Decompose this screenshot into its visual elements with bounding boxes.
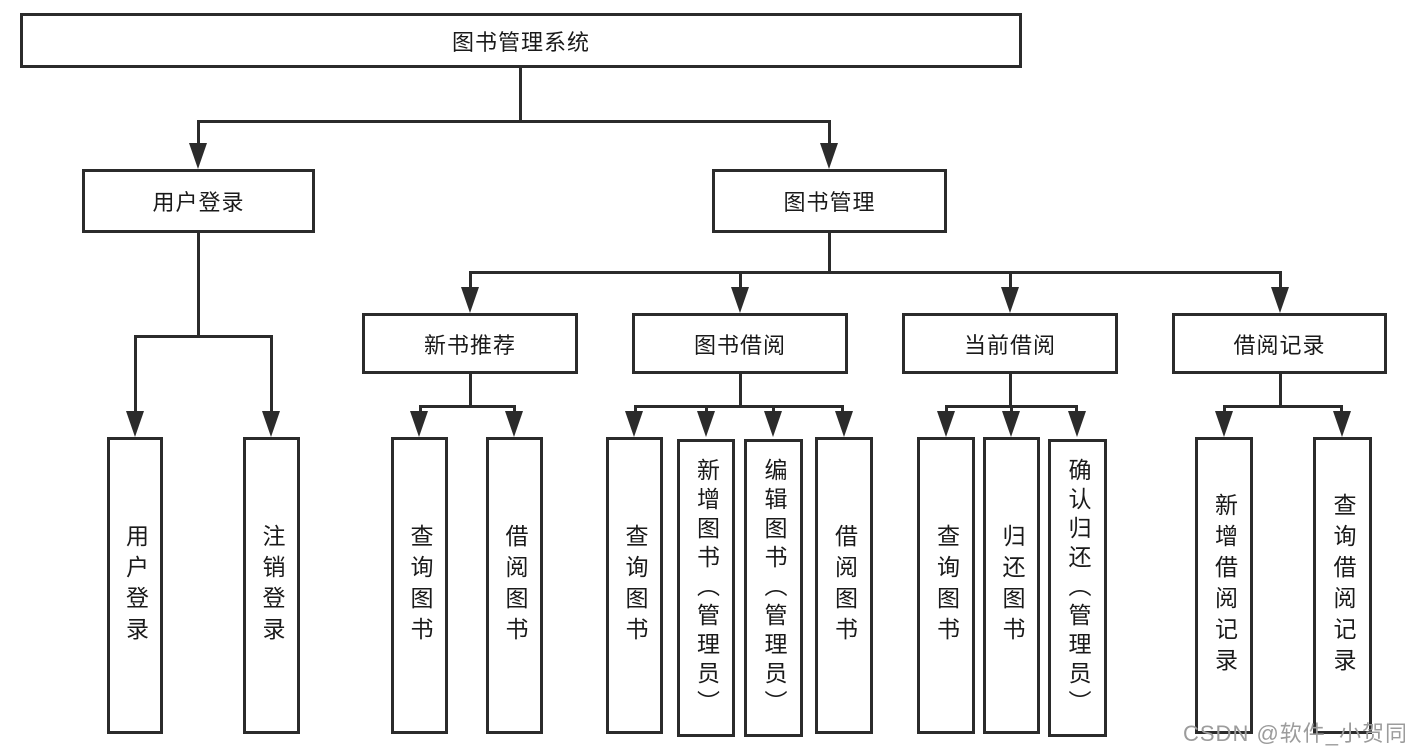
connector-sec0-drop-1	[419, 405, 422, 415]
connector-sec2-drop-2	[1010, 405, 1013, 415]
connector-userlogin-stem	[197, 233, 200, 335]
leaf-query-borrow-record: 查询借阅记录	[1313, 437, 1372, 734]
leaf-edit-books-admin: 编辑图书（管理员）	[744, 439, 803, 737]
node-borrowing-records: 借阅记录	[1172, 313, 1387, 374]
leaf-borrow-books: 借阅图书	[815, 437, 873, 734]
node-book-management: 图书管理	[712, 169, 947, 233]
connector-userlogin-rail	[134, 335, 272, 338]
arrow-down-icon	[835, 411, 853, 437]
connector-sec1-drop-1	[634, 405, 637, 415]
arrow-down-icon	[1333, 411, 1351, 437]
connector-bookmgmt-rail	[469, 271, 1282, 274]
connector-sec2-drop-1	[945, 405, 948, 415]
arrow-down-icon	[625, 411, 643, 437]
connector-sec3-drop-2	[1340, 405, 1343, 415]
connector-bookmgmt-drop-1	[469, 271, 472, 291]
connector-bookmgmt-drop-3	[1009, 271, 1012, 291]
arrow-down-icon	[697, 411, 715, 437]
connector-sec1-drop-3	[772, 405, 775, 415]
connector-sec1-rail	[634, 405, 844, 408]
node-user-login: 用户登录	[82, 169, 315, 233]
connector-sec2-stem	[1009, 374, 1012, 405]
connector-bookmgmt-drop-4	[1279, 271, 1282, 291]
node-book-borrowing: 图书借阅	[632, 313, 848, 374]
arrow-down-icon	[126, 411, 144, 437]
connector-sec0-rail	[419, 405, 516, 408]
connector-sec0-stem	[469, 374, 472, 405]
arrow-down-icon	[1068, 411, 1086, 437]
node-current-borrowing: 当前借阅	[902, 313, 1118, 374]
connector-sec1-stem	[739, 374, 742, 405]
connector-root-drop-left	[197, 120, 200, 150]
leaf-add-books-admin: 新增图书（管理员）	[677, 439, 735, 737]
arrow-down-icon	[820, 143, 838, 169]
connector-sec3-rail	[1223, 405, 1343, 408]
leaf-logout-login: 注销登录	[243, 437, 300, 734]
connector-root-drop-right	[828, 120, 831, 150]
csdn-watermark: CSDN @软件_小贺同学	[1183, 721, 1405, 746]
arrow-down-icon	[461, 287, 479, 313]
connector-root-stem	[519, 68, 522, 120]
arrow-down-icon	[262, 411, 280, 437]
arrow-down-icon	[764, 411, 782, 437]
node-library-management-system: 图书管理系统	[20, 13, 1022, 68]
leaf-query-books-borrowing: 查询图书	[606, 437, 663, 734]
arrow-down-icon	[410, 411, 428, 437]
connector-userlogin-drop-right	[270, 335, 273, 415]
leaf-query-books-recommend: 查询图书	[391, 437, 448, 734]
arrow-down-icon	[1271, 287, 1289, 313]
connector-sec2-drop-3	[1075, 405, 1078, 415]
connector-sec3-stem	[1279, 374, 1282, 405]
connector-userlogin-drop-left	[134, 335, 137, 415]
connector-sec3-drop-1	[1223, 405, 1226, 415]
node-new-book-recommendation: 新书推荐	[362, 313, 578, 374]
connector-sec1-drop-2	[705, 405, 708, 415]
arrow-down-icon	[937, 411, 955, 437]
connector-sec1-drop-4	[841, 405, 844, 415]
arrow-down-icon	[731, 287, 749, 313]
connector-bookmgmt-drop-2	[739, 271, 742, 291]
arrow-down-icon	[189, 143, 207, 169]
arrow-down-icon	[1002, 411, 1020, 437]
connector-root-rail	[197, 120, 831, 123]
arrow-down-icon	[1001, 287, 1019, 313]
arrow-down-icon	[505, 411, 523, 437]
leaf-borrow-books-recommend: 借阅图书	[486, 437, 543, 734]
leaf-add-borrow-record: 新增借阅记录	[1195, 437, 1253, 734]
leaf-return-books: 归还图书	[983, 437, 1040, 734]
connector-bookmgmt-stem	[828, 233, 831, 271]
leaf-user-login: 用户登录	[107, 437, 163, 734]
connector-sec0-drop-2	[513, 405, 516, 415]
leaf-confirm-return-admin: 确认归还（管理员）	[1048, 439, 1107, 737]
leaf-query-books-current: 查询图书	[917, 437, 975, 734]
arrow-down-icon	[1215, 411, 1233, 437]
